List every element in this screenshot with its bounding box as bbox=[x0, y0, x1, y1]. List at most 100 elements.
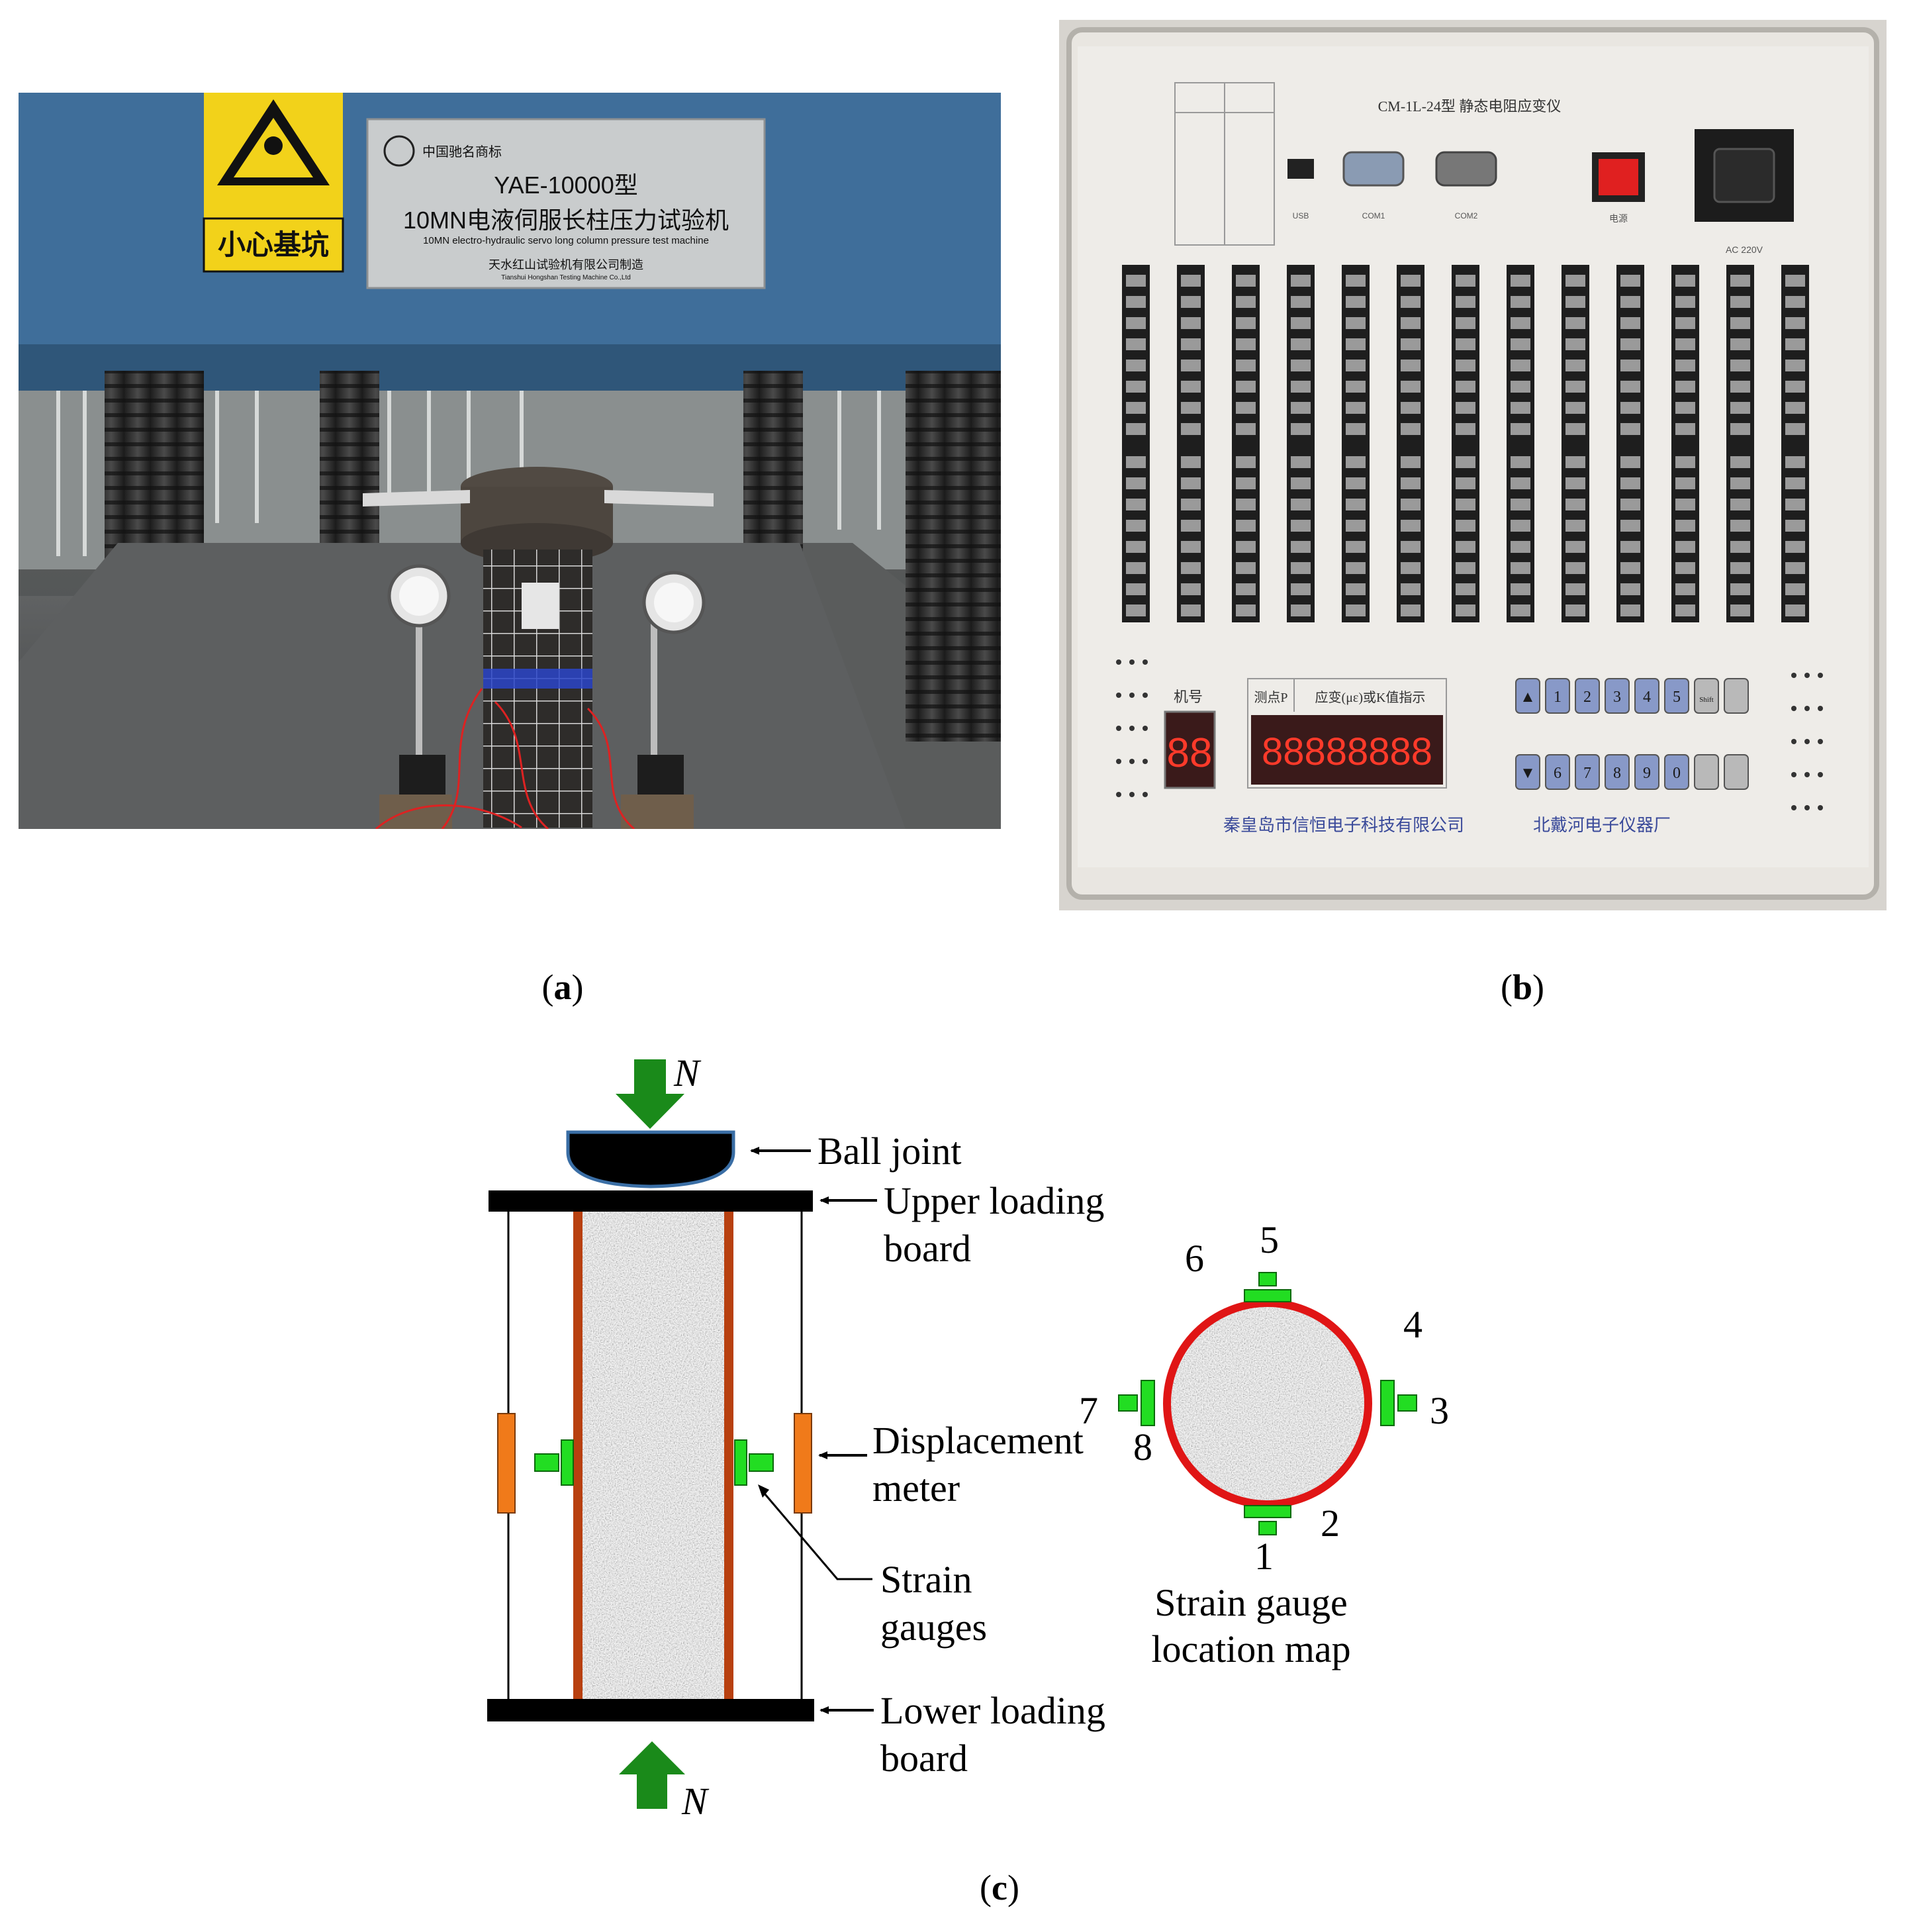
photo-b-strain-indicator: CM-1L-24型 静态电阻应变仪 USB COM1 COM2 电源 AC 22… bbox=[1059, 20, 1887, 910]
ball-joint bbox=[566, 1130, 735, 1188]
keypad-key bbox=[1575, 678, 1600, 714]
lower-board-label-2: board bbox=[880, 1737, 968, 1780]
map-gauge-left-axial bbox=[1141, 1380, 1155, 1426]
keypad-key-label: ▲ bbox=[1520, 689, 1536, 706]
keypad: ▲ 1 2 3 4 5 Shift ▼ 6 7 8 9 0 bbox=[1515, 678, 1749, 790]
device-title: CM-1L-24型 静态电阻应变仪 bbox=[1378, 98, 1562, 115]
terminal-column bbox=[1507, 265, 1534, 622]
power-label: 电源 bbox=[1609, 214, 1628, 224]
keypad-key bbox=[1634, 678, 1659, 714]
keypad-key bbox=[1605, 754, 1630, 790]
manufacturer-1: 秦皇岛市信恒电子科技有限公司 bbox=[1223, 816, 1464, 835]
upper-board-label-1: Upper loading bbox=[884, 1179, 1104, 1222]
machine-no-display: 88 bbox=[1167, 730, 1213, 776]
lower-loading-board bbox=[487, 1699, 814, 1721]
map-title-2: location map bbox=[1151, 1627, 1350, 1670]
steel-tube-ring bbox=[1163, 1299, 1372, 1508]
terminal-column bbox=[1397, 265, 1424, 622]
keypad-key-label: 9 bbox=[1643, 765, 1651, 782]
keypad-key-label: ▼ bbox=[1520, 765, 1536, 782]
load-label-bottom: N bbox=[681, 1780, 710, 1823]
displacement-label-2: meter bbox=[872, 1467, 960, 1510]
upper-loading-board bbox=[489, 1190, 813, 1212]
map-gauge-bottom-hoop bbox=[1258, 1521, 1277, 1535]
keypad-key-label: 2 bbox=[1583, 689, 1591, 706]
gauge-number-3: 3 bbox=[1430, 1389, 1449, 1432]
keypad-key-label: Shift bbox=[1699, 696, 1713, 704]
keypad-key bbox=[1724, 754, 1749, 790]
port-label-3: COM2 bbox=[1455, 211, 1478, 220]
machine-no-label: 机号 bbox=[1174, 689, 1203, 705]
strain-gauge-location-map bbox=[1118, 1272, 1417, 1535]
gauge-number-4: 4 bbox=[1403, 1303, 1423, 1346]
steel-tube-left-wall bbox=[573, 1212, 583, 1699]
keypad-key-label: 7 bbox=[1583, 765, 1591, 782]
caption-c-letter: c bbox=[992, 1868, 1007, 1908]
diagram-c-svg: N Ball joint Upper loading board Displac… bbox=[487, 1051, 1449, 1823]
dial-gauge-left bbox=[379, 564, 452, 829]
map-gauge-left-hoop bbox=[1118, 1394, 1138, 1412]
plate-title-en: 10MN electro-hydraulic servo long column… bbox=[423, 235, 709, 246]
photo-b-svg: CM-1L-24型 静态电阻应变仪 USB COM1 COM2 电源 AC 22… bbox=[1059, 20, 1887, 910]
warning-sign-text: 小心基坑 bbox=[218, 229, 329, 260]
keypad-key-label: 0 bbox=[1673, 765, 1681, 782]
caption-a: (a) bbox=[541, 967, 584, 1007]
port-label-2: COM1 bbox=[1362, 211, 1385, 220]
strain-gauge-left bbox=[534, 1439, 574, 1486]
terminal-column bbox=[1342, 265, 1370, 622]
terminal-column bbox=[1177, 265, 1205, 622]
dial-gauge-right bbox=[621, 571, 706, 829]
strain-gauge-right bbox=[734, 1439, 774, 1486]
plate-model: YAE-10000型 bbox=[494, 171, 637, 199]
ball-joint-label: Ball joint bbox=[817, 1130, 962, 1173]
load-arrow-top bbox=[616, 1059, 684, 1129]
keypad-key bbox=[1694, 754, 1719, 790]
manufacturer-2: 北戴河电子仪器厂 bbox=[1533, 816, 1671, 835]
terminal-columns bbox=[1122, 265, 1809, 622]
map-gauge-top-axial bbox=[1244, 1289, 1291, 1302]
strain-label-1: Strain bbox=[880, 1558, 972, 1601]
keypad-key-label: 5 bbox=[1673, 689, 1681, 706]
terminal-column bbox=[1232, 265, 1260, 622]
terminal-column bbox=[1671, 265, 1699, 622]
displacement-label-1: Displacement bbox=[872, 1419, 1084, 1462]
displacement-meter-left bbox=[497, 1413, 516, 1514]
plate-title-cn: 10MN电液伺服长柱压力试验机 bbox=[403, 207, 729, 234]
gauge-number-7: 7 bbox=[1079, 1389, 1098, 1432]
displacement-meter-right bbox=[794, 1413, 812, 1514]
keypad-key bbox=[1605, 678, 1630, 714]
diagram-c-test-setup: N Ball joint Upper loading board Displac… bbox=[0, 1033, 1913, 1929]
map-gauge-right-hoop bbox=[1397, 1394, 1417, 1412]
gauge-number-8: 8 bbox=[1133, 1425, 1152, 1469]
terminal-column bbox=[1726, 265, 1754, 622]
concrete-core bbox=[583, 1212, 724, 1699]
strain-label-2: gauges bbox=[880, 1606, 987, 1649]
terminal-column bbox=[1616, 265, 1644, 622]
keypad-key bbox=[1664, 678, 1689, 714]
gauge-number-1: 1 bbox=[1254, 1535, 1274, 1578]
photo-a-svg: 小心基坑 中国驰名商标 YAE-10000型 10MN电液伺服长柱压力试验机 1… bbox=[19, 93, 1001, 830]
photo-a-test-machine: 小心基坑 中国驰名商标 YAE-10000型 10MN电液伺服长柱压力试验机 1… bbox=[19, 93, 1001, 830]
gauge-number-2: 2 bbox=[1321, 1502, 1340, 1545]
speaker-grille-right bbox=[1791, 673, 1823, 810]
keypad-key bbox=[1545, 754, 1570, 790]
lower-board-label-1: Lower loading bbox=[880, 1689, 1105, 1732]
keypad-key-label: 4 bbox=[1643, 689, 1651, 706]
keypad-key-label: 8 bbox=[1613, 765, 1621, 782]
keypad-key bbox=[1515, 754, 1540, 790]
keypad-key-label: 6 bbox=[1554, 765, 1562, 782]
map-title-1: Strain gauge bbox=[1154, 1581, 1348, 1624]
keypad-key-label: 1 bbox=[1554, 689, 1562, 706]
map-gauge-top-hoop bbox=[1258, 1272, 1277, 1286]
keypad-key-label: 3 bbox=[1613, 689, 1621, 706]
upper-board-label-2: board bbox=[884, 1227, 971, 1270]
keypad-key bbox=[1545, 678, 1570, 714]
terminal-column bbox=[1122, 265, 1150, 622]
strain-pointer bbox=[760, 1489, 872, 1580]
terminal-column bbox=[1781, 265, 1809, 622]
terminal-column bbox=[1562, 265, 1589, 622]
terminal-column bbox=[1287, 265, 1315, 622]
keypad-key bbox=[1664, 754, 1689, 790]
caption-b-letter: b bbox=[1512, 967, 1533, 1007]
load-arrow-bottom bbox=[619, 1741, 685, 1809]
